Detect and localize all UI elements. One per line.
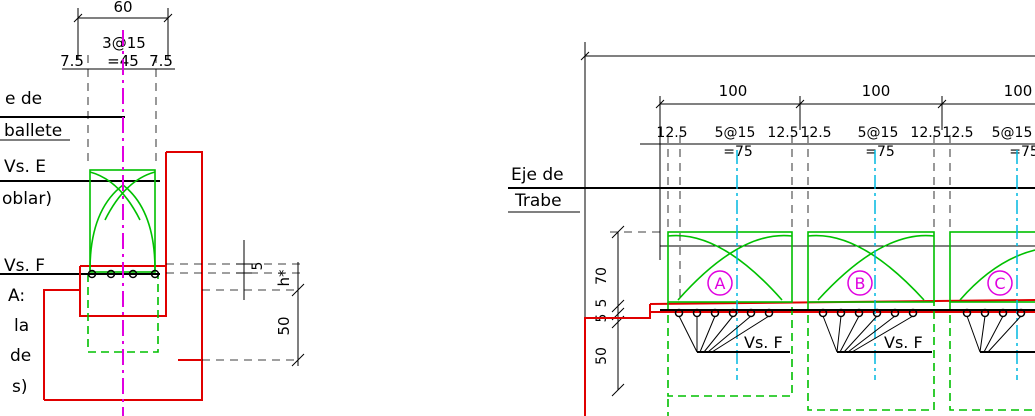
right-vs-f-label-2: Vs. F — [884, 333, 923, 352]
left-height-var-dim: h* — [275, 269, 293, 287]
right-spacing-total-2: =75 — [865, 144, 895, 160]
left-eje-line1: e de — [5, 89, 42, 109]
right-leader-fans: Vs. F Vs. F — [678, 315, 1035, 353]
left-edge-left: 7.5 — [60, 52, 84, 70]
marker-b: B — [855, 274, 866, 293]
left-edge-right: 7.5 — [149, 52, 173, 70]
marker-a: A — [715, 274, 726, 293]
left-vs-e-note: oblar) — [2, 189, 52, 209]
right-beam-spacing-2: 100 — [862, 82, 891, 100]
right-spacing-3: 5@15 — [992, 125, 1033, 141]
right-spacing-total-1: =75 — [723, 144, 753, 160]
left-eje-line2: ballete — [4, 121, 62, 141]
right-vertical-dim-5a: 5 — [594, 299, 610, 308]
left-detail: 60 3@15 7.5 =45 7.5 e de ballete Vs. E o… — [0, 0, 305, 416]
right-eje-trabe-line1: Eje de — [511, 165, 564, 185]
right-beam-rebar — [667, 231, 1035, 416]
right-spacing-1: 5@15 — [715, 125, 756, 141]
right-edge-a-1: 12.5 — [656, 125, 687, 141]
right-spacing-total-3: =75 — [1009, 144, 1035, 160]
left-vertical-dims: 5 h* 50 — [166, 240, 305, 367]
right-vertical-dim-70: 70 — [594, 267, 610, 285]
right-edge-b-1: 12.5 — [767, 125, 798, 141]
right-detail: 100 100 100 12.5 5@15 =75 12.5 12.5 5@15… — [508, 42, 1035, 416]
right-edge-a-3: 12.5 — [942, 125, 973, 141]
right-beam-axes — [736, 150, 1018, 380]
left-overall-value: 60 — [113, 0, 132, 16]
right-beam-spacing-dims: 100 100 100 — [655, 82, 1035, 260]
right-bar-spacing-dims: 12.5 5@15 =75 12.5 12.5 5@15 =75 12.5 12… — [640, 125, 1035, 300]
left-vs-e-label: Vs. E — [4, 157, 46, 177]
right-beam-spacing-1: 100 — [719, 82, 748, 100]
right-edge-b-2: 12.5 — [910, 125, 941, 141]
left-spacing-dimension: 3@15 7.5 =45 7.5 — [60, 34, 175, 165]
right-beam-axis-label: Eje de Trabe — [508, 165, 1035, 247]
left-overall-dimension: 60 — [73, 0, 173, 60]
right-edge-a-2: 12.5 — [800, 125, 831, 141]
right-eje-trabe-line2: Trabe — [514, 191, 562, 211]
left-bar-offset-dim: 5 — [250, 262, 266, 271]
right-beam-spacing-3: 100 — [1004, 82, 1033, 100]
left-depth-dim: 50 — [275, 316, 293, 335]
left-note-line4: s) — [12, 377, 28, 397]
left-concrete-outline — [43, 151, 203, 401]
right-vertical-dim-50: 50 — [594, 347, 610, 365]
right-spacing-2: 5@15 — [858, 125, 899, 141]
right-vs-f-label-1: Vs. F — [744, 333, 783, 352]
left-note-line1: A: — [8, 286, 25, 306]
left-note-line2: la — [14, 316, 29, 336]
left-note-line3: de — [10, 346, 31, 366]
left-vs-f-label: Vs. F — [4, 256, 45, 276]
right-beam-markers: A B C — [707, 270, 1013, 296]
left-leaders: e de ballete Vs. E oblar) Vs. F A: la de… — [0, 89, 160, 397]
marker-c: C — [994, 274, 1005, 293]
